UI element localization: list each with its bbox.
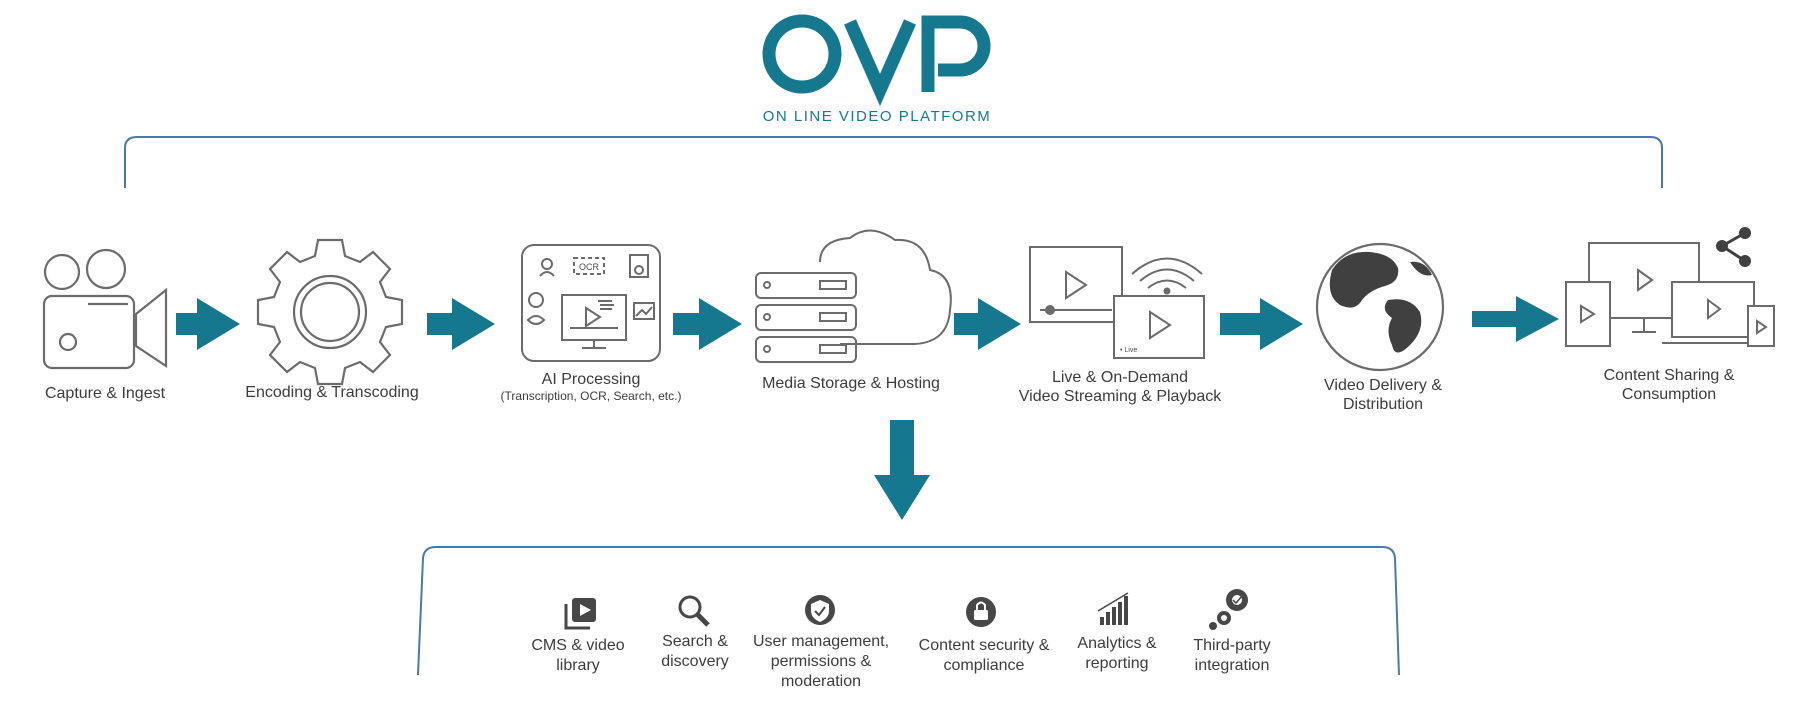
feature-user-mgmt-line3: moderation: [780, 673, 862, 690]
streaming-icon: [1029, 246, 1205, 359]
stage-storage-label: Media Storage & Hosting: [762, 375, 940, 392]
feature-integration-label: Third-party integration: [1193, 636, 1270, 676]
video-library-icon: [564, 598, 596, 630]
stage-capture-label: Capture & Ingest: [44, 385, 166, 402]
server-cloud-icon: [755, 229, 952, 363]
live-badge: • Live: [1120, 347, 1137, 354]
stage-streaming-line2: Video Streaming & Playback: [1018, 388, 1222, 405]
feature-security-line2: compliance: [943, 657, 1025, 674]
stage-sharing-line2: Consumption: [1621, 386, 1717, 403]
ocr-text: OCR: [579, 262, 600, 272]
feature-user-mgmt-line2: permissions &: [770, 653, 872, 670]
stage-encoding-label: Encoding & Transcoding: [245, 384, 419, 401]
bottom-bracket: [417, 546, 1400, 676]
top-bracket: [124, 136, 1663, 188]
down-arrow: [874, 420, 930, 520]
lock-icon: [966, 597, 996, 627]
stage-streaming-line1: Live & On-Demand: [1051, 369, 1189, 386]
flow-arrow-3: [673, 298, 742, 350]
camera-icon: [42, 248, 168, 370]
logo-subtitle: ON LINE VIDEO PLATFORM: [762, 108, 992, 125]
feature-cms-line1: CMS & video: [531, 637, 625, 654]
ai-processing-icon: [521, 244, 661, 362]
feature-cms-line2: library: [556, 657, 600, 674]
feature-cms-label: CMS & video library: [531, 636, 624, 676]
feature-user-mgmt-line1: User management,: [752, 633, 890, 650]
ovp-logo-mark: [762, 14, 991, 107]
stage-sharing-line1: Content Sharing &: [1603, 367, 1735, 384]
flow-arrow-4: [954, 298, 1021, 350]
flow-arrow-1: [176, 298, 240, 350]
stage-delivery-line2: Distribution: [1342, 396, 1424, 413]
bar-chart-icon: [1097, 592, 1129, 625]
share-icon: [1716, 227, 1751, 267]
feature-analytics-label: Analytics & reporting: [1077, 634, 1156, 674]
devices-share-icon: [1565, 242, 1775, 347]
gear-icon: [256, 238, 404, 386]
stage-streaming-label: Live & On-Demand Video Streaming & Playb…: [1019, 368, 1221, 406]
stage-delivery-line1: Video Delivery &: [1324, 377, 1442, 394]
flow-arrow-6: [1472, 296, 1559, 342]
feature-user-mgmt-label: User management, permissions & moderatio…: [753, 632, 889, 692]
flow-arrow-5: [1220, 298, 1303, 350]
feature-security-label: Content security & compliance: [919, 636, 1050, 676]
feature-analytics-line1: Analytics &: [1077, 635, 1157, 652]
feature-analytics-line2: reporting: [1085, 655, 1149, 672]
feature-integration-line1: Third-party: [1193, 637, 1271, 654]
stage-sharing-label: Content Sharing & Consumption: [1604, 366, 1735, 404]
stage-ai-title: AI Processing: [541, 371, 641, 388]
feature-security-line1: Content security &: [918, 637, 1050, 654]
feature-search-line2: discovery: [661, 653, 729, 670]
stage-ai-label: AI Processing (Transcription, OCR, Searc…: [501, 370, 682, 404]
stage-delivery-label: Video Delivery & Distribution: [1324, 376, 1442, 414]
gears-icon: [1209, 589, 1248, 630]
feature-integration-line2: integration: [1194, 657, 1270, 674]
search-icon: [678, 595, 710, 627]
flow-arrow-2: [427, 298, 495, 350]
stage-ai-subtitle: (Transcription, OCR, Search, etc.): [500, 389, 682, 403]
feature-search-line1: Search &: [662, 633, 728, 650]
globe-icon: [1315, 242, 1445, 372]
shield-check-icon: [805, 595, 835, 625]
ovp-logo: ON LINE VIDEO PLATFORM: [762, 12, 992, 132]
feature-search-label: Search & discovery: [661, 632, 729, 672]
